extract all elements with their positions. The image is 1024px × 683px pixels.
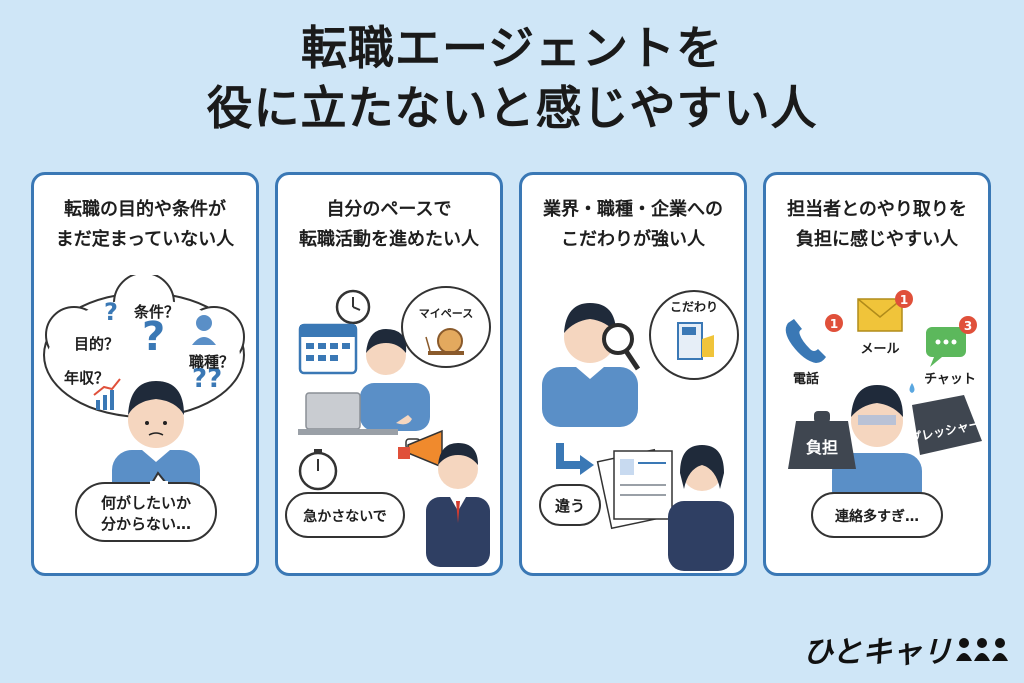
building-icon xyxy=(677,322,714,360)
card-heading: 転職の目的や条件が まだ定まっていない人 xyxy=(34,195,256,255)
clock-icon xyxy=(335,289,371,325)
mail-icon: 1 メール xyxy=(857,290,913,357)
card-heading: 担当者とのやり取りを 負担に感じやすい人 xyxy=(766,195,988,255)
speech-bubble: 何がしたいか 分からない… xyxy=(75,471,217,542)
snail-icon xyxy=(425,328,464,355)
question-icon-large: ? xyxy=(142,314,165,360)
card-heading-line-1: 転職の目的や条件が xyxy=(64,199,226,220)
card-heading-line-2: 負担に感じやすい人 xyxy=(796,229,958,250)
title-line-1: 転職エージェントを xyxy=(300,21,724,75)
illustration-own-pace: マイペース xyxy=(285,286,491,567)
chart-icon xyxy=(93,378,121,410)
thought-purpose: 目的？ xyxy=(74,335,119,353)
snail-bubble: マイペース xyxy=(401,286,491,368)
card-undefined-goals: 転職の目的や条件が まだ定まっていない人 ? ? ?? 条件？ 目的？ 年収？ … xyxy=(31,172,259,576)
calendar-icon xyxy=(298,323,358,375)
mail-badge: 1 xyxy=(900,293,908,307)
chat-label: チャット xyxy=(924,372,976,387)
illustration-preference: こだわり 違う xyxy=(539,290,739,571)
question-icon-double: ?? xyxy=(192,364,222,394)
phone-label: 電話 xyxy=(793,371,819,387)
preference-bubble: こだわり xyxy=(649,290,739,380)
title-line-2: 役に立たないと感じやすい人 xyxy=(206,81,818,135)
brand-logo: ひとキャリ xyxy=(803,627,1010,671)
speech-line-1: 何がしたいか xyxy=(101,494,191,512)
card-heading-line-2: 転職活動を進めたい人 xyxy=(299,229,479,250)
chat-icon: 3 チャット xyxy=(924,316,977,387)
illustration-burden: 1 電話 1 メール 3 チャット xyxy=(785,290,982,538)
person-icon xyxy=(192,315,216,345)
card-heading: 自分のペースで 転職活動を進めたい人 xyxy=(278,195,500,255)
question-icon: ? xyxy=(104,298,118,326)
card-heading-line-2: まだ定まっていない人 xyxy=(55,229,235,250)
speech-bubble: 違う xyxy=(539,484,601,526)
magnifier-person xyxy=(542,303,641,427)
speech-dont-rush: 急かさないで xyxy=(303,508,387,525)
card-communication-burden: 担当者とのやり取りを 負担に感じやすい人 1 電話 1 メール 3 チャット xyxy=(763,172,991,576)
card-heading-line-2: こだわりが強い人 xyxy=(561,229,705,250)
bubble-preference: こだわり xyxy=(670,300,718,314)
speech-different: 違う xyxy=(555,497,585,515)
weight-burden-icon: 負担 xyxy=(788,411,856,469)
thought-cloud xyxy=(43,275,245,418)
phone-icon: 1 電話 xyxy=(785,314,843,387)
page-title: 転職エージェントを 役に立たないと感じやすい人 xyxy=(0,18,1024,138)
phone-badge: 1 xyxy=(830,317,838,331)
sweat-icon xyxy=(909,383,915,393)
card-heading-line-1: 担当者とのやり取りを xyxy=(787,199,967,220)
card-heading-line-1: 業界・職種・企業への xyxy=(543,199,723,220)
laptop-person xyxy=(298,329,430,450)
people-icon xyxy=(956,638,1008,661)
speech-line-2: 分からない… xyxy=(101,515,191,533)
logo-text: ひとキャリ xyxy=(802,635,952,670)
speech-too-many: 連絡多すぎ… xyxy=(835,508,919,525)
thought-job-type: 職種？ xyxy=(189,353,234,371)
speech-bubble: 急かさないで xyxy=(285,492,405,538)
card-strong-preference: 業界・職種・企業への こだわりが強い人 こだわり xyxy=(519,172,747,576)
weight-burden-label: 負担 xyxy=(806,438,838,457)
weight-pressure-icon: プレッシャー xyxy=(908,395,982,455)
resume-papers-icon xyxy=(596,448,673,530)
megaphone-icon xyxy=(398,429,443,469)
bubble-my-pace: マイペース xyxy=(419,307,473,320)
card-heading-line-1: 自分のペースで xyxy=(326,199,452,220)
card-own-pace: 自分のペースで 転職活動を進めたい人 マイペース xyxy=(275,172,503,576)
magnifier-icon xyxy=(602,323,641,371)
woman-person xyxy=(668,445,734,571)
thought-salary: 年収？ xyxy=(64,369,109,387)
thought-condition: 条件？ xyxy=(133,303,179,321)
card-heading: 業界・職種・企業への こだわりが強い人 xyxy=(522,195,744,255)
arrow-icon xyxy=(556,443,594,475)
stopwatch-icon xyxy=(298,449,338,491)
illustration-confused-person: ? ? ?? 条件？ 目的？ 年収？ 職種？ xyxy=(43,275,245,542)
boss-person xyxy=(426,443,490,567)
mail-label: メール xyxy=(860,342,899,357)
speech-bubble: 連絡多すぎ… xyxy=(811,492,943,538)
chat-badge: 3 xyxy=(964,319,972,333)
